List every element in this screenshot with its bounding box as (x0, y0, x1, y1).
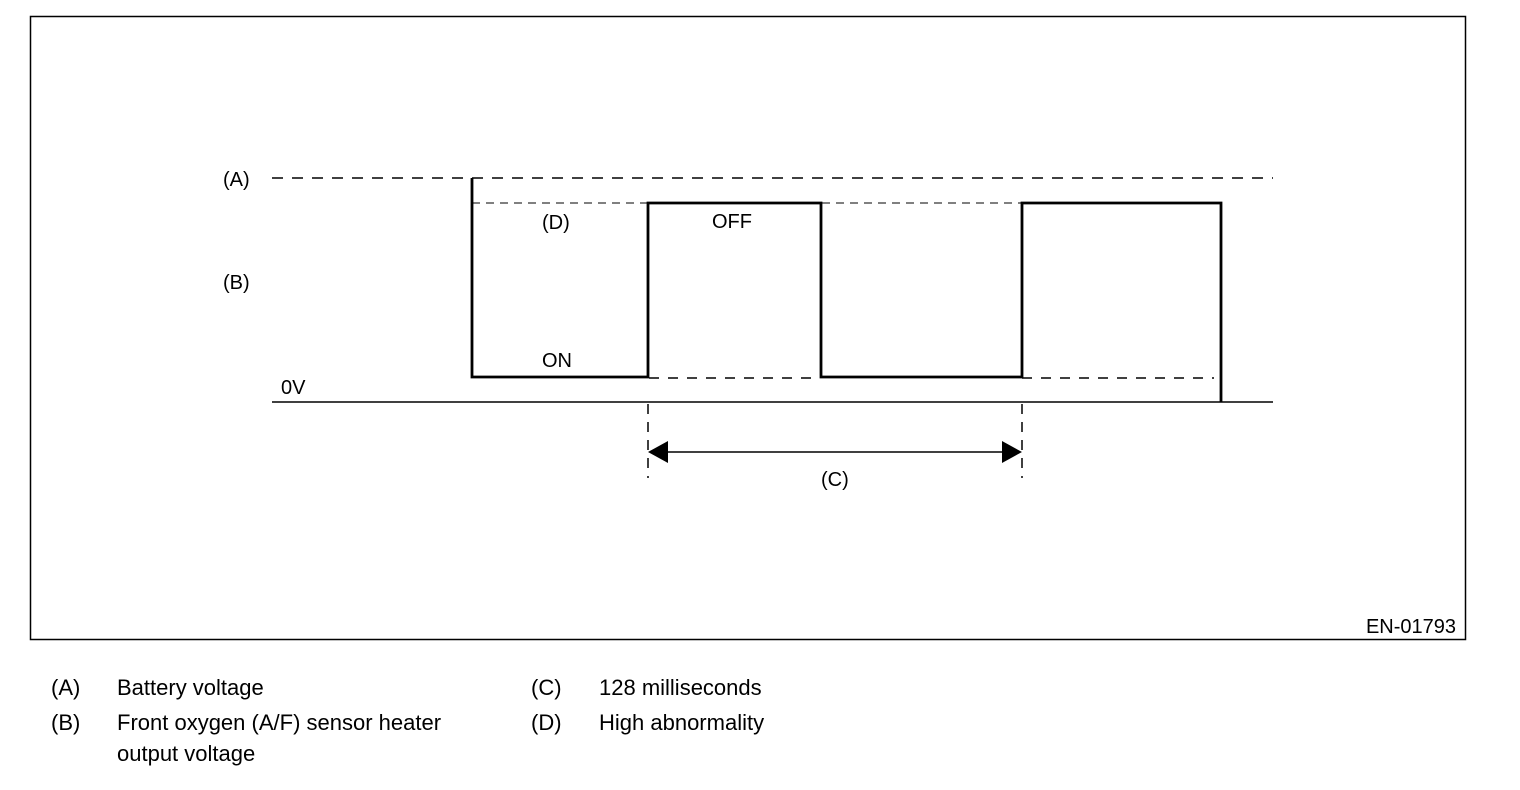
legend-key-a: (A) (51, 675, 81, 700)
label-d: (D) (542, 212, 570, 234)
legend-key-b: (B) (51, 710, 81, 735)
label-zero-volt: 0V (281, 377, 306, 399)
legend-text-a: Battery voltage (117, 675, 264, 700)
heater-output-waveform (470, 178, 1223, 402)
legend-key-d: (D) (531, 710, 562, 735)
period-arrowhead-right (1002, 441, 1022, 463)
legend-text-d: High abnormality (599, 710, 765, 735)
legend-item-b: (B) Front oxygen (A/F) sensor heater out… (51, 707, 491, 771)
figure-id: EN-01793 (1366, 616, 1456, 638)
legend-text-b: Front oxygen (A/F) sensor heater output … (117, 710, 442, 766)
label-on: ON (542, 350, 572, 372)
legend-key-c: (C) (531, 675, 562, 700)
diagram-frame (29, 15, 1467, 641)
label-c: (C) (821, 469, 849, 491)
label-a: (A) (223, 169, 250, 191)
label-b: (B) (223, 272, 250, 294)
legend-text-c: 128 milliseconds (599, 675, 762, 700)
label-off: OFF (712, 211, 752, 233)
waveform-diagram: (A) (B) (D) OFF ON 0V (C) EN-01793 (29, 15, 1467, 641)
period-arrowhead-left (648, 441, 668, 463)
